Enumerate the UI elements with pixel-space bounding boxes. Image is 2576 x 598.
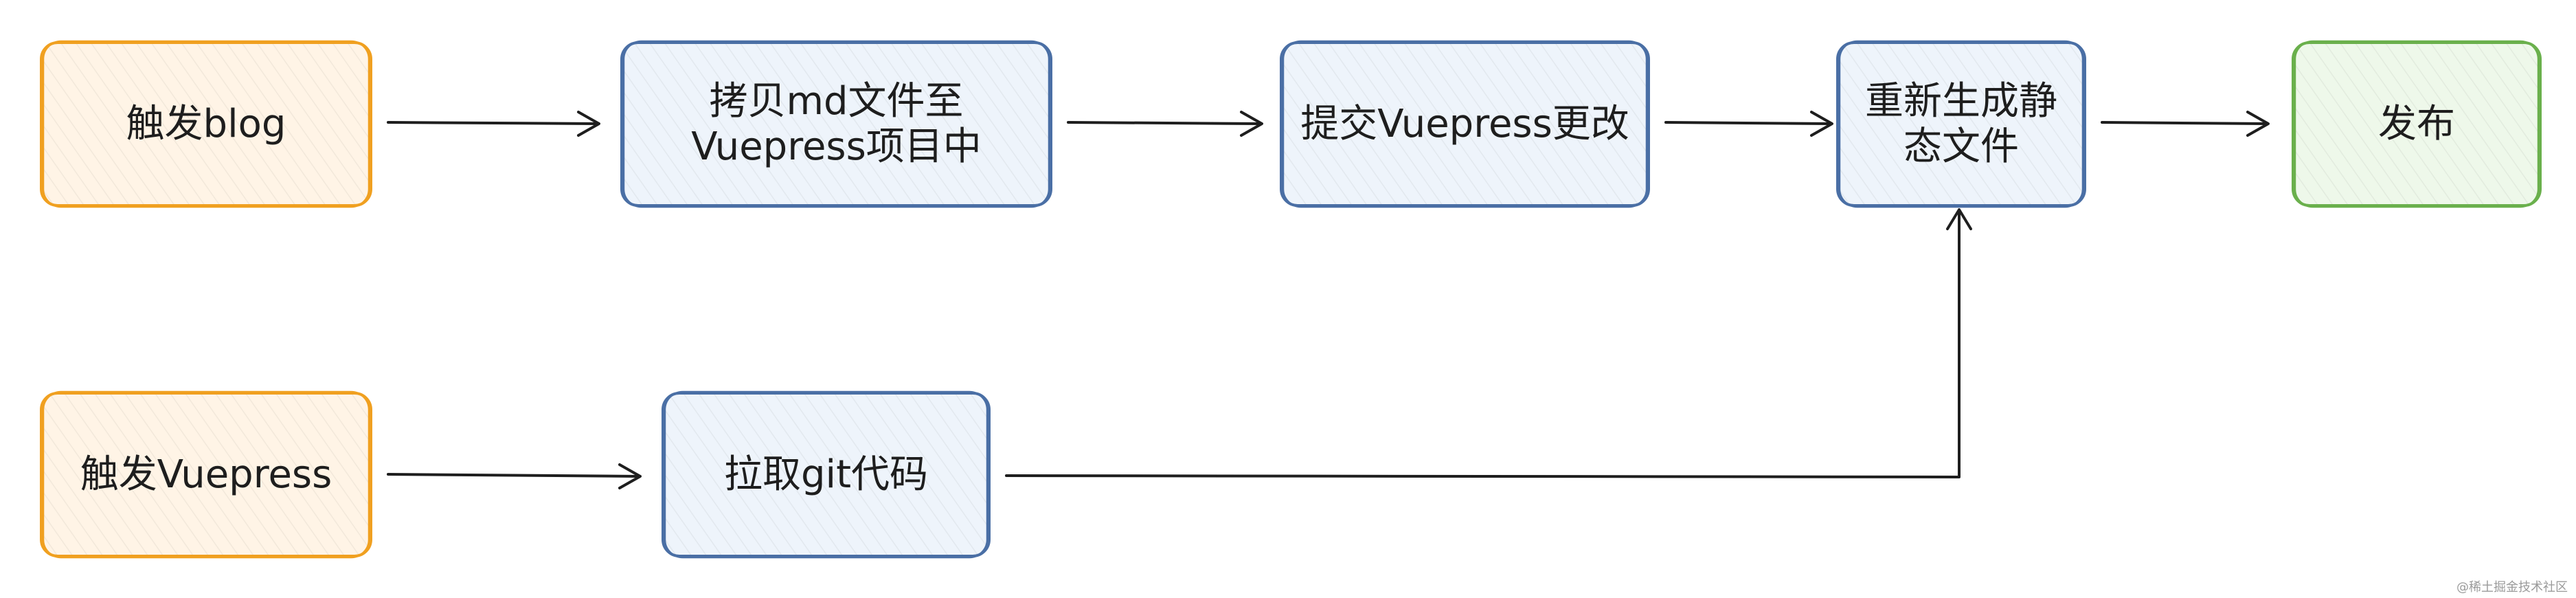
node-border — [620, 41, 1052, 207]
edge-trigger-blog-to-copy-md — [387, 121, 599, 125]
arrowhead-icon — [618, 463, 642, 489]
node-border — [2294, 40, 2540, 208]
arrowhead-icon — [1946, 208, 1972, 230]
node-border — [40, 41, 372, 207]
node-label: 触发Vuepress — [80, 452, 332, 497]
edges — [387, 111, 2270, 489]
node-border — [664, 390, 988, 559]
node-pull-git-code: 拉取git代码 — [662, 390, 991, 559]
node-label: 触发blog — [126, 102, 286, 146]
node-hatch — [41, 43, 371, 206]
node-border — [1836, 41, 2086, 207]
node-label: Vuepress项目中 — [691, 124, 982, 169]
node-border — [662, 392, 991, 557]
node-hatch — [41, 393, 371, 556]
node-trigger-vuepress: 触发Vuepress — [40, 390, 372, 559]
node-border — [1282, 40, 1648, 208]
node-label: 重新生成静 — [1865, 79, 2057, 124]
node-hatch — [1838, 43, 2085, 206]
edge-copy-md-to-commit — [1067, 121, 1262, 125]
arrowhead-icon — [577, 111, 600, 137]
node-label: 提交Vuepress更改 — [1300, 102, 1629, 146]
node-label: 态文件 — [1903, 124, 2019, 169]
node-hatch — [1281, 43, 1649, 206]
node-hatch — [663, 393, 989, 556]
node-border — [42, 40, 370, 208]
node-border — [1280, 41, 1650, 207]
node-border — [622, 40, 1050, 208]
node-publish: 发布 — [2292, 40, 2542, 208]
node-border — [1838, 40, 2084, 208]
node-border — [42, 390, 370, 559]
edge-regenerate-to-publish — [2101, 121, 2268, 125]
node-trigger-blog: 触发blog — [40, 40, 372, 208]
arrowhead-icon — [2246, 111, 2270, 137]
node-border — [2292, 41, 2542, 207]
node-hatch — [622, 43, 1051, 206]
node-label: 拷贝md文件至 — [709, 79, 963, 124]
edge-commit-to-regenerate — [1664, 121, 1832, 125]
arrowhead-icon — [1240, 111, 1263, 137]
node-label: 拉取git代码 — [724, 452, 928, 497]
arrowhead-icon — [1810, 111, 1833, 137]
node-commit-vuepress-changes: 提交Vuepress更改 — [1280, 40, 1650, 208]
node-label: 发布 — [2378, 102, 2455, 146]
node-hatch — [2293, 43, 2540, 206]
edge-trigger-vuepress-to-pull-git — [387, 473, 640, 478]
watermark-text: @稀土掘金技术社区 — [2456, 580, 2568, 595]
node-border — [40, 392, 372, 557]
edge-pull-git-to-regenerate — [1005, 210, 1961, 478]
